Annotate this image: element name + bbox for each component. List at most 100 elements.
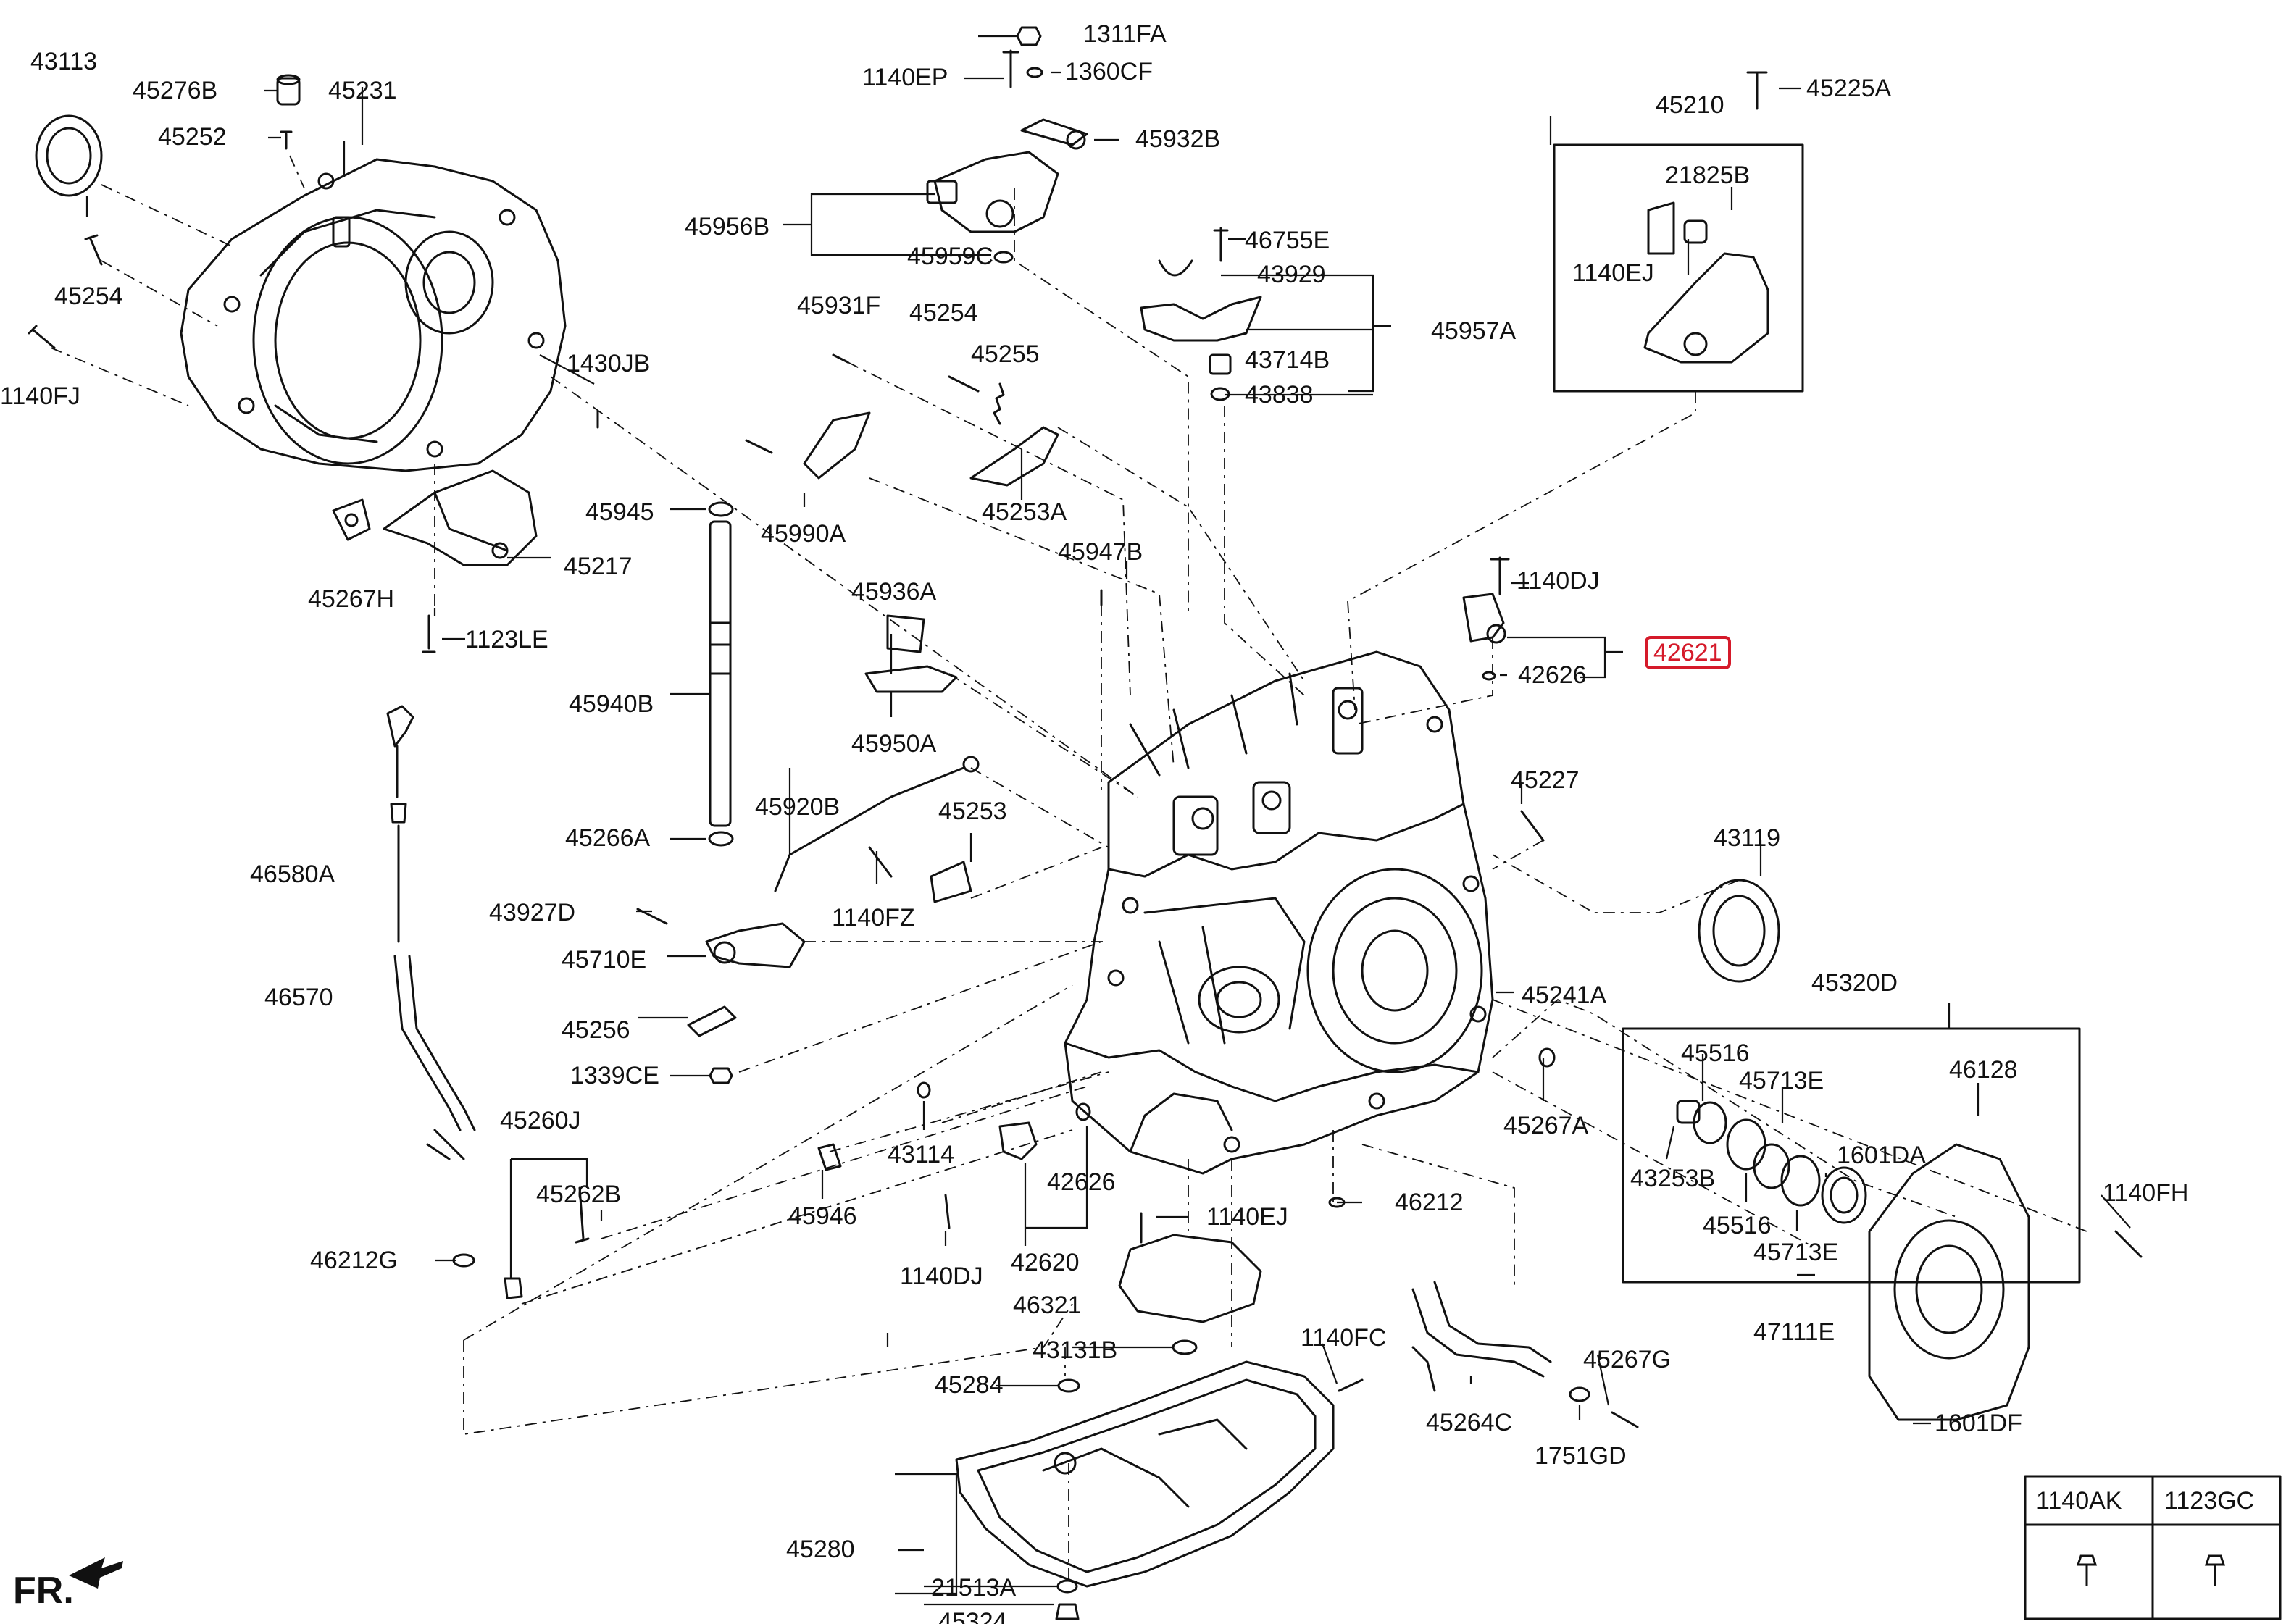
label-45267A: 45267A [1503,1112,1589,1139]
label-45267H: 45267H [308,585,395,613]
label-1140FH: 1140FH [2103,1179,2189,1207]
group-box-45210 [1553,143,1804,393]
label-42626-center: 42626 [1047,1168,1116,1196]
assembly-lines [50,155,2087,1579]
label-45266A: 45266A [565,824,651,852]
dipstick-46580A [386,705,414,943]
label-45262B: 45262B [536,1181,622,1208]
label-43929: 43929 [1257,261,1326,288]
label-45253: 45253 [938,798,1007,825]
front-direction-arrow [69,1557,123,1589]
label-45710E: 45710E [562,946,647,974]
label-45225A: 45225A [1806,75,1892,102]
label-43838: 43838 [1245,381,1314,409]
bracket-1140EJ [1647,201,1675,255]
group-box-45320D [1622,1027,2081,1284]
label-45516-a: 45516 [1681,1039,1750,1067]
ring-45713E-a [1726,1118,1766,1171]
label-45252: 45252 [158,123,227,151]
label-45990A: 45990A [761,520,846,548]
label-43131B: 43131B [1033,1336,1118,1364]
oring-43114 [917,1081,931,1099]
bolt-1123LE [422,614,436,653]
label-46755E: 46755E [1245,227,1330,254]
bolt-1140EP [1002,49,1019,88]
direction-label: FR. [13,1570,74,1612]
ring-45266A [708,831,734,847]
label-1140FJ: 1140FJ [0,382,80,410]
filter-46321 [1118,1234,1262,1323]
label-21825B: 21825B [1665,162,1751,189]
bolt-1140FC [1338,1378,1364,1392]
label-1140EJ-center: 1140EJ [1206,1203,1288,1231]
lever-45256 [687,1005,737,1037]
label-43714B: 43714B [1245,346,1330,374]
shaft-45940B [709,520,732,827]
label-45713E-b: 45713E [1753,1239,1839,1266]
bolt-45254-left [84,234,103,266]
label-45254-left: 45254 [54,282,123,310]
label-46128: 46128 [1949,1056,2018,1084]
lever-45710E [705,922,806,968]
label-46321: 46321 [1013,1292,1082,1319]
legend-icon-1123GC [2204,1554,2226,1586]
clutch-housing [180,158,567,472]
oring-46212G [452,1253,475,1268]
rod-45920B [774,756,980,892]
label-45276B: 45276B [133,77,218,104]
label-45210: 45210 [1656,91,1724,119]
label-45946: 45946 [788,1202,857,1230]
label-1601DA: 1601DA [1837,1142,1926,1169]
label-45945: 45945 [585,498,654,526]
roller-43714B [1209,353,1232,375]
bolt-1140FH [2114,1230,2143,1258]
washer-21513A [1056,1579,1078,1594]
detent-spring-43929 [1158,259,1193,277]
label-1140EP: 1140EP [862,64,948,91]
plug-45276B [276,74,301,106]
label-1123LE: 1123LE [465,626,548,653]
bolt-1140FZ [868,846,893,878]
bracket-45990A [803,411,871,480]
lever-45932B [1020,118,1088,150]
label-45264C: 45264C [1426,1409,1513,1436]
label-42621-highlighted[interactable]: 42621 [1645,636,1731,669]
label-45940B: 45940B [569,690,654,718]
label-1430JB: 1430JB [567,350,651,377]
sensor-42620 [998,1121,1038,1160]
gasket-45267H [332,498,371,541]
bracket-45957A [1140,296,1262,342]
legend-header-1140AK: 1140AK [2036,1487,2122,1515]
label-45932B: 45932B [1135,125,1221,153]
spring-45255 [993,382,1005,425]
label-43253B: 43253B [1630,1165,1716,1192]
label-45320D: 45320D [1811,969,1898,997]
plug-45946 [817,1143,842,1171]
label-45260J: 45260J [500,1107,581,1134]
oring-42626-right [1482,671,1496,681]
nut-1311FA [1016,26,1042,46]
label-45256: 45256 [562,1016,630,1044]
label-45920B: 45920B [755,793,840,821]
plug-43253B [1676,1100,1701,1124]
piston-1601DA [1821,1166,1867,1224]
label-1360CF: 1360CF [1065,58,1153,85]
pad-21825B [1683,219,1708,244]
label-45254-center: 45254 [909,299,978,327]
bracket-45217 [383,469,538,566]
nut-1339CE [709,1067,733,1084]
side-cover-45320D [1868,1143,2030,1421]
pin-45254-center [948,375,980,393]
pin-45252 [280,130,293,150]
label-43114: 43114 [888,1141,955,1168]
bolt-1140DJ-right [1490,556,1510,595]
pin-45931F [832,353,849,364]
label-46212: 46212 [1395,1189,1464,1216]
oring-45267A [1538,1047,1556,1068]
label-1751GD: 1751GD [1535,1442,1627,1470]
bracket-45936A [886,614,925,653]
label-1339CE: 1339CE [570,1062,659,1089]
oring-43131B [1172,1339,1198,1355]
label-46212G: 46212G [310,1247,398,1274]
